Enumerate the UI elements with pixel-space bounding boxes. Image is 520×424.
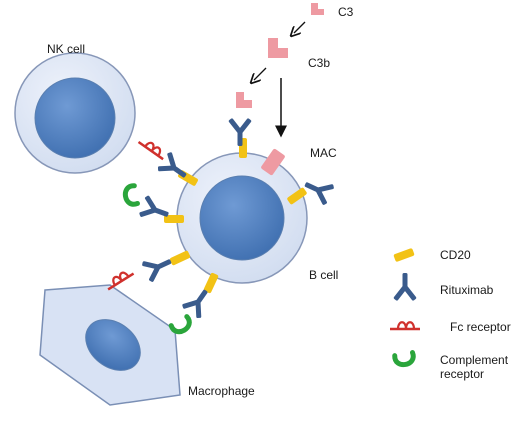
label-macrophage: Macrophage bbox=[188, 384, 255, 398]
rituximab-lower-left bbox=[140, 250, 176, 284]
nk-cell bbox=[14, 52, 136, 174]
complement-receptor-nk bbox=[124, 185, 138, 205]
fc-receptor-nk bbox=[137, 135, 169, 161]
legend-label-complement-line1: Complement bbox=[440, 353, 509, 367]
mac-complex bbox=[261, 148, 285, 176]
label-c3b: C3b bbox=[308, 56, 331, 70]
label-nk-cell: NK cell bbox=[47, 42, 86, 56]
legend-label-cd20: CD20 bbox=[440, 248, 471, 262]
label-mac: MAC bbox=[310, 146, 337, 160]
cd20-lower-left bbox=[169, 250, 191, 266]
complement-receptor-macrophage bbox=[171, 316, 192, 334]
c3-arrow bbox=[294, 21, 306, 33]
legend-label-fc-receptor: Fc receptor bbox=[450, 320, 511, 334]
legend-label-complement-receptor: Complement receptor bbox=[440, 353, 508, 382]
c3b-bound-protein bbox=[236, 92, 252, 108]
c3b-protein bbox=[268, 38, 288, 58]
c3b-arrow bbox=[254, 67, 267, 80]
legend-fc-receptor-symbol bbox=[388, 321, 422, 331]
legend-label-complement-line2: receptor bbox=[440, 367, 485, 382]
c3-protein bbox=[311, 3, 324, 15]
legend-rituximab-symbol bbox=[393, 273, 417, 302]
label-b-cell: B cell bbox=[309, 268, 339, 282]
legend-label-rituximab: Rituximab bbox=[440, 283, 494, 297]
label-c3: C3 bbox=[338, 5, 354, 19]
rituximab-top bbox=[228, 117, 252, 146]
legend-cd20-symbol bbox=[393, 247, 415, 263]
b-cell bbox=[176, 152, 308, 284]
legend-complement-receptor-symbol bbox=[394, 353, 414, 367]
macrophage-cell bbox=[39, 284, 181, 406]
